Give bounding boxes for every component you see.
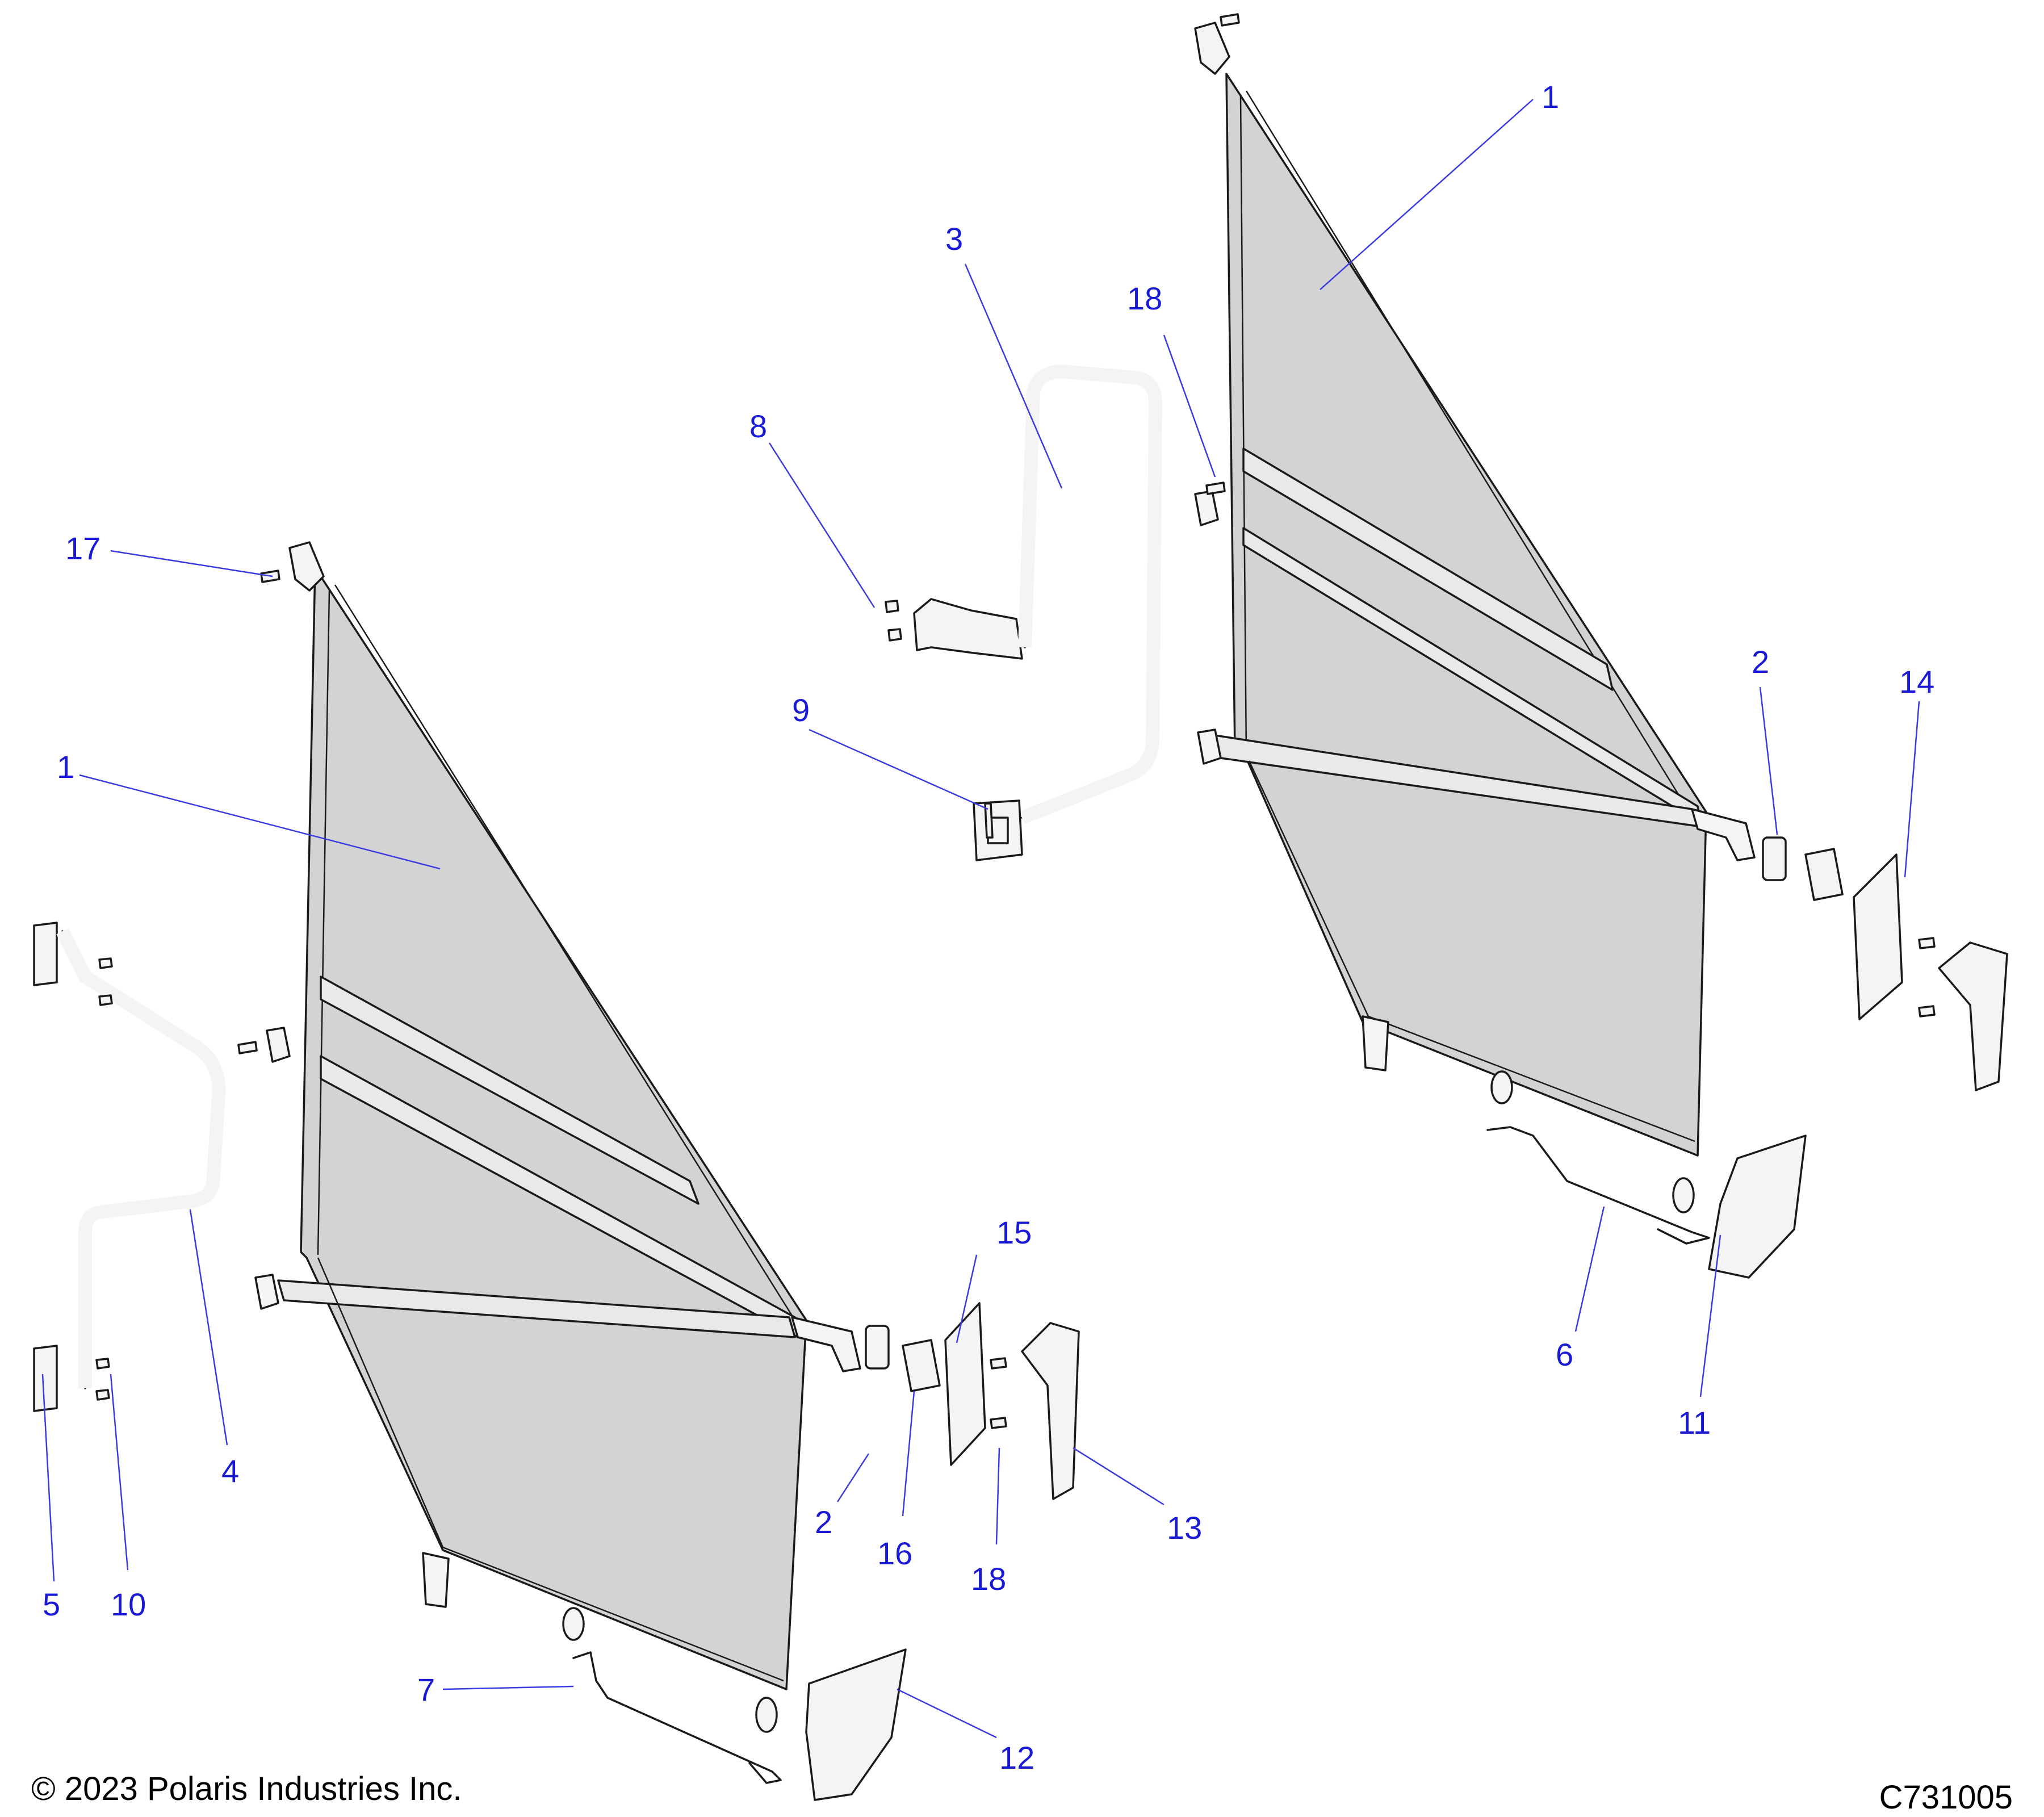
callout-11: 11 <box>1678 1405 1711 1441</box>
buckle-16 <box>902 1339 941 1392</box>
buckle <box>1804 848 1844 901</box>
left-net-assembly <box>237 541 861 1733</box>
callout-16: 16 <box>877 1535 912 1571</box>
grab-bar-3 <box>885 365 1163 861</box>
rod-6 <box>1486 1126 1710 1245</box>
callout-1b: 1 <box>57 749 74 785</box>
callout-18a: 18 <box>1127 280 1162 316</box>
callout-4: 4 <box>221 1453 239 1489</box>
leader-lines <box>41 99 1920 1739</box>
copyright-text: © 2023 Polaris Industries Inc. <box>31 1770 462 1807</box>
left-latch-parts <box>865 1302 1080 1500</box>
callout-3: 3 <box>945 221 963 257</box>
right-net-assembly <box>1194 13 1756 1213</box>
plate-15 <box>944 1302 986 1466</box>
callout-12: 12 <box>999 1740 1034 1776</box>
callout-18b: 18 <box>971 1561 1006 1597</box>
callout-14: 14 <box>1899 664 1934 700</box>
callout-1a: 1 <box>1542 79 1559 115</box>
hinge-13 <box>1021 1322 1080 1500</box>
callout-5: 5 <box>43 1586 60 1622</box>
callout-numbers: 1 1 2 2 3 4 5 6 7 8 9 10 11 12 13 14 15 … <box>43 79 1934 1776</box>
callout-17: 17 <box>65 530 100 566</box>
buckle-2-right <box>1762 836 1787 881</box>
cover-11 <box>1708 1134 1807 1279</box>
left-net-top-tab <box>288 541 325 592</box>
callout-7: 7 <box>417 1672 435 1707</box>
rod-7 <box>572 1651 782 1784</box>
right-latch-parts <box>1762 836 2008 1091</box>
left-net-mesh <box>300 567 807 1690</box>
cover-12 <box>805 1648 907 1801</box>
right-net-top-tab <box>1194 22 1230 75</box>
callout-8: 8 <box>749 408 767 444</box>
callout-6: 6 <box>1556 1337 1573 1372</box>
hinge <box>1938 941 2008 1091</box>
bar-4 <box>33 922 226 1412</box>
callout-10: 10 <box>111 1586 146 1622</box>
callout-15: 15 <box>996 1215 1032 1250</box>
plate-14 <box>1853 853 1903 1020</box>
drawing-id: C731005 <box>1879 1779 2013 1816</box>
right-net-mesh <box>1225 73 1707 1157</box>
callout-2b: 2 <box>815 1504 832 1540</box>
callout-2a: 2 <box>1752 644 1769 680</box>
buckle-2-left <box>865 1325 890 1370</box>
callout-9: 9 <box>792 692 810 728</box>
callout-13: 13 <box>1167 1510 1202 1546</box>
